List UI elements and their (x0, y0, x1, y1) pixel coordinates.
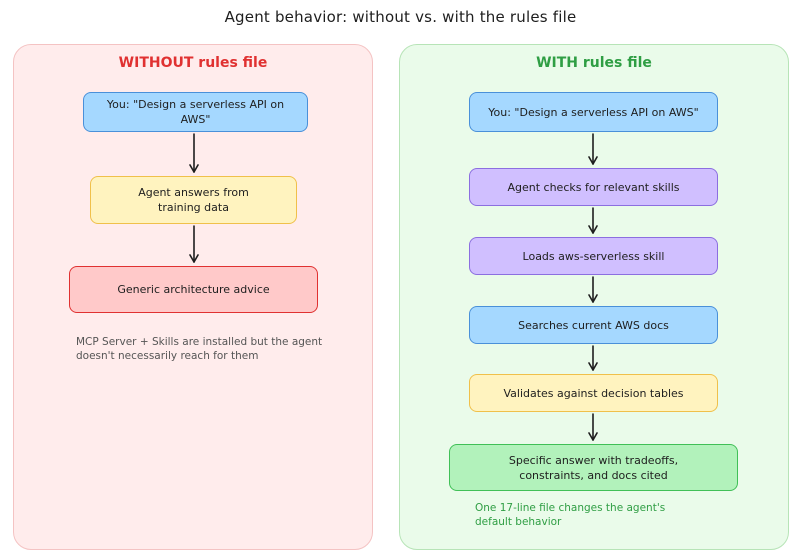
with-step-check-skills: Agent checks for relevant skills (469, 168, 718, 206)
without-step-generic-advice: Generic architecture advice (69, 266, 318, 313)
diagram-title: Agent behavior: without vs. with the rul… (224, 8, 577, 26)
with-note: One 17-line file changes the agent's def… (475, 502, 666, 528)
with-step-prompt: You: "Design a serverless API on AWS" (469, 92, 718, 132)
with-step-load-skill: Loads aws-serverless skill (469, 237, 718, 275)
without-panel-title: WITHOUT rules file (118, 55, 268, 71)
without-step-agent-answers: Agent answers from training data (90, 176, 297, 224)
without-step-prompt: You: "Design a serverless API on AWS" (83, 92, 308, 132)
without-note: MCP Server + Skills are installed but th… (76, 336, 323, 362)
with-step-search-docs: Searches current AWS docs (469, 306, 718, 344)
with-step-validate: Validates against decision tables (469, 374, 718, 412)
with-step-specific-answer: Specific answer with tradeoffs, constrai… (449, 444, 738, 491)
with-panel-title: WITH rules file (536, 55, 652, 71)
